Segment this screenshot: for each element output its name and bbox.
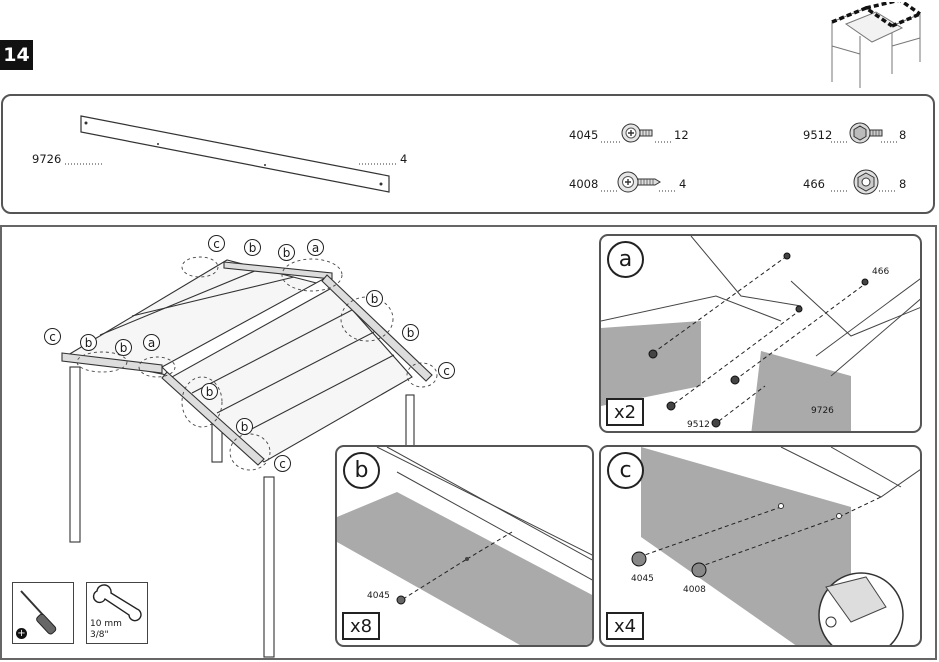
detail-b-drawing [337,447,592,645]
wrench-size-in: 3/8" [90,630,109,640]
washer-head-screw-long-icon [617,170,661,194]
part-466-qty: 8 [899,177,907,191]
parts-list-panel: 9726 4 4045 12 4008 4 9512 8 [1,94,935,214]
callout-top-4: a [307,239,324,256]
inset-c-screw-short-label: 4045 [631,574,654,584]
inset-c-letter: c [607,452,644,489]
screwdriver-tool-box: + [12,582,74,644]
callout-front-1: b [201,383,218,400]
callout-left-4: a [143,334,160,351]
phillips-screwdriver-icon [20,590,57,635]
part-4045-qty: 12 [674,128,689,142]
inset-a-qty: x2 [606,398,645,426]
callout-left-1: c [44,328,61,345]
part-9512-code: 9512 [803,128,833,142]
roof-panel-strip-drawing [65,115,897,193]
washer-head-screw-short-icon [621,122,655,144]
callout-right-3: c [438,362,455,379]
inset-c-screw-long-label: 4008 [683,585,706,595]
inset-a-panel-label: 9726 [811,406,834,416]
inset-a-letter: a [607,241,644,278]
callout-left-2: b [80,334,97,351]
inset-b-letter: b [343,452,380,489]
callout-top-3: b [278,244,295,261]
hex-nut-icon [853,169,879,195]
callout-top-2: b [244,239,261,256]
wrench-size-mm: 10 mm [90,619,122,629]
part-4008-qty: 4 [679,177,687,191]
detail-inset-a: a 466 9512 9726 x2 [599,234,922,433]
callout-right-1: b [366,290,383,307]
inset-a-bolt-label: 9512 [687,420,710,430]
part-9512-qty: 8 [899,128,907,142]
detail-inset-c: c 4045 4008 x4 [599,445,922,647]
part-466-code: 466 [803,177,825,191]
plus-badge-icon: + [16,628,27,639]
part-9726-qty: 4 [400,152,408,166]
assembly-panel: c b b a b b c c b b a b b c + 10 mm 3/8" [0,225,937,660]
inset-a-nut-label: 466 [872,267,890,277]
inset-c-qty: x4 [606,612,645,640]
part-4008-code: 4008 [569,177,599,191]
part-9726-code: 9726 [32,152,62,166]
callout-front-2: b [236,418,253,435]
callout-top-1: c [208,235,225,252]
step-number: 14 [0,40,33,70]
detail-inset-b: b 4045 x8 [335,445,594,647]
inset-b-qty: x8 [342,612,381,640]
inset-b-screw-label: 4045 [367,591,390,601]
gazebo-thumbnail [826,2,926,88]
detail-c-drawing [631,447,920,645]
detail-a-drawing [601,236,920,431]
callout-left-3: b [115,339,132,356]
part-4045-code: 4045 [569,128,599,142]
wrench-tool-box: 10 mm 3/8" [86,582,148,644]
hex-bolt-icon [849,121,883,145]
gazebo-roof-assembly-drawing [61,256,438,658]
callout-front-3: c [274,455,291,472]
callout-right-2: b [402,324,419,341]
wrench-icon [92,584,142,622]
